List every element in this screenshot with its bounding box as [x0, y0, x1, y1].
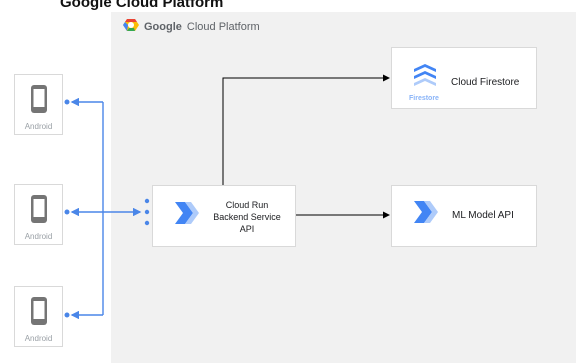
gcp-logo-icon — [123, 18, 139, 37]
firestore-icon — [412, 63, 438, 94]
cloud-firestore-node: Firestore Cloud Firestore — [391, 47, 537, 109]
gcp-header: Google Cloud Platform — [123, 18, 260, 36]
ml-model-api-node: ML Model API — [391, 185, 537, 247]
device-label: Android — [24, 122, 53, 131]
firestore-title: Cloud Firestore — [451, 77, 520, 88]
firestore-icon-caption: Firestore — [409, 95, 439, 102]
device-label: Android — [24, 334, 53, 343]
gcp-product-text: Cloud Platform — [186, 21, 260, 33]
backend-label-line-1: Cloud Run — [225, 200, 269, 210]
ml-model-icon — [412, 199, 440, 230]
android-device-1: Android — [14, 74, 63, 135]
backend-label-line-3: API — [239, 224, 255, 234]
gcp-brand-text: Google — [144, 21, 182, 33]
device-bus — [70, 97, 142, 320]
page-title-partial: Google Cloud Platform — [60, 0, 224, 11]
device-ports — [64, 99, 150, 318]
cloud-run-icon — [173, 200, 201, 231]
backend-to-firestore-connector — [222, 74, 390, 185]
cloud-run-backend-node: Cloud Run Backend Service API — [152, 185, 296, 247]
android-device-2: Android — [14, 184, 63, 245]
android-phone-icon — [30, 194, 48, 229]
android-device-3: Android — [14, 286, 63, 347]
android-phone-icon — [30, 296, 48, 331]
device-label: Android — [24, 232, 53, 241]
ml-model-title: ML Model API — [452, 210, 514, 221]
backend-label-line-2: Backend Service — [213, 212, 281, 222]
android-phone-icon — [30, 84, 48, 119]
backend-label: Cloud Run Backend Service API — [201, 199, 293, 235]
